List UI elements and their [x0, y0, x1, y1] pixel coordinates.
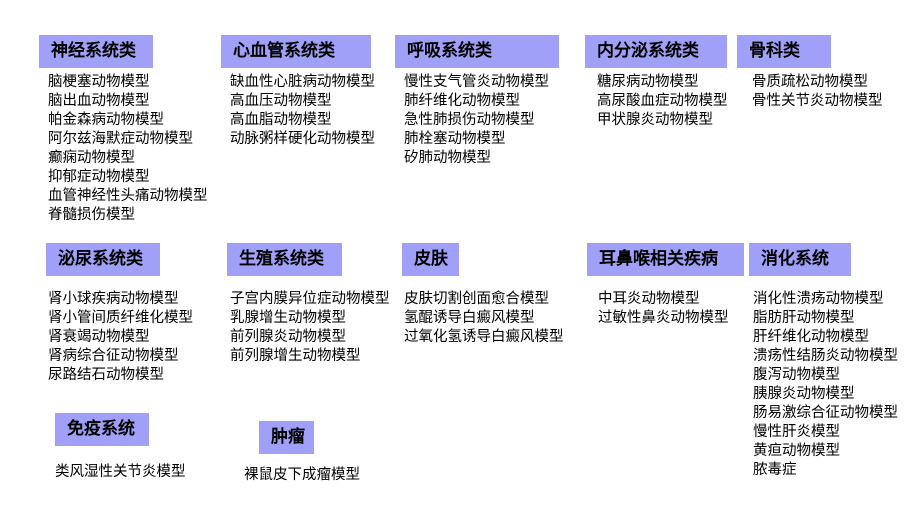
model-link[interactable]: 慢性支气管炎动物模型: [404, 74, 549, 90]
model-list: 慢性支气管炎动物模型肺纤维化动物模型急性肺损伤动物模型肺栓塞动物模型矽肺动物模型: [404, 73, 549, 168]
model-link[interactable]: 乳腺增生动物模型: [230, 310, 346, 326]
category-header: 骨科类: [737, 35, 831, 68]
model-link[interactable]: 甲状腺炎动物模型: [597, 112, 713, 128]
model-link[interactable]: 骨质疏松动物模型: [752, 74, 868, 90]
model-link[interactable]: 尿路结石动物模型: [48, 367, 164, 383]
model-link[interactable]: 子宫内膜异位症动物模型: [230, 291, 390, 307]
model-link[interactable]: 脑出血动物模型: [48, 93, 150, 109]
model-link[interactable]: 肠易激综合征动物模型: [753, 405, 898, 421]
model-link[interactable]: 糖尿病动物模型: [597, 74, 699, 90]
model-link[interactable]: 骨性关节炎动物模型: [752, 93, 883, 109]
model-link[interactable]: 前列腺炎动物模型: [230, 329, 346, 345]
model-link[interactable]: 急性肺损伤动物模型: [404, 112, 535, 128]
model-link[interactable]: 高尿酸血症动物模型: [597, 93, 728, 109]
model-link[interactable]: 胰腺炎动物模型: [753, 386, 855, 402]
model-link[interactable]: 脊髓损伤模型: [48, 207, 135, 223]
model-link[interactable]: 帕金森病动物模型: [48, 112, 164, 128]
model-list: 皮肤切割创面愈合模型氢醌诱导白癜风模型过氧化氢诱导白癜风模型: [404, 290, 564, 347]
model-link[interactable]: 前列腺增生动物模型: [230, 348, 361, 364]
model-link[interactable]: 癫痫动物模型: [48, 150, 135, 166]
model-link[interactable]: 肾衰竭动物模型: [48, 329, 150, 345]
model-link[interactable]: 腹泻动物模型: [753, 367, 840, 383]
model-link[interactable]: 肾小球疾病动物模型: [48, 291, 179, 307]
category-header: 免疫系统: [55, 413, 149, 446]
model-link[interactable]: 类风湿性关节炎模型: [55, 464, 186, 480]
category-header: 呼吸系统类: [395, 35, 559, 68]
category-header: 神经系统类: [39, 35, 153, 68]
model-list: 消化性溃疡动物模型脂肪肝动物模型肝纤维化动物模型溃疡性结肠炎动物模型腹泻动物模型…: [753, 290, 898, 480]
model-link[interactable]: 高血脂动物模型: [230, 112, 332, 128]
category-header: 肿瘤: [259, 421, 314, 454]
model-list: 脑梗塞动物模型脑出血动物模型帕金森病动物模型阿尔兹海默症动物模型癫痫动物模型抑郁…: [48, 73, 208, 225]
model-list: 裸鼠皮下成瘤模型: [244, 466, 360, 485]
model-link[interactable]: 缺血性心脏病动物模型: [230, 74, 375, 90]
category-header: 消化系统: [749, 243, 851, 276]
model-link[interactable]: 消化性溃疡动物模型: [753, 291, 884, 307]
model-list: 骨质疏松动物模型骨性关节炎动物模型: [752, 73, 883, 111]
model-link[interactable]: 氢醌诱导白癜风模型: [404, 310, 535, 326]
category-header: 皮肤: [402, 243, 459, 276]
model-link[interactable]: 肺纤维化动物模型: [404, 93, 520, 109]
model-link[interactable]: 动脉粥样硬化动物模型: [230, 131, 375, 147]
model-link[interactable]: 血管神经性头痛动物模型: [48, 188, 208, 204]
model-link[interactable]: 皮肤切割创面愈合模型: [404, 291, 549, 307]
category-header: 生殖系统类: [227, 243, 342, 276]
model-link[interactable]: 肾小管间质纤维化模型: [48, 310, 193, 326]
model-link[interactable]: 脓毒症: [753, 462, 797, 478]
model-link[interactable]: 肺栓塞动物模型: [404, 131, 506, 147]
model-list: 中耳炎动物模型过敏性鼻炎动物模型: [598, 290, 729, 328]
model-link[interactable]: 裸鼠皮下成瘤模型: [244, 467, 360, 483]
model-link[interactable]: 脂肪肝动物模型: [753, 310, 855, 326]
model-link[interactable]: 阿尔兹海默症动物模型: [48, 131, 193, 147]
model-link[interactable]: 过氧化氢诱导白癜风模型: [404, 329, 564, 345]
model-link[interactable]: 中耳炎动物模型: [598, 291, 700, 307]
model-link[interactable]: 慢性肝炎模型: [753, 424, 840, 440]
model-link[interactable]: 高血压动物模型: [230, 93, 332, 109]
category-header: 内分泌系统类: [585, 35, 727, 68]
category-header: 泌尿系统类: [46, 243, 160, 276]
model-link[interactable]: 肾病综合征动物模型: [48, 348, 179, 364]
category-header: 耳鼻喉相关疾病: [587, 243, 744, 276]
model-list: 子宫内膜异位症动物模型乳腺增生动物模型前列腺炎动物模型前列腺增生动物模型: [230, 290, 390, 366]
model-list: 缺血性心脏病动物模型高血压动物模型高血脂动物模型动脉粥样硬化动物模型: [230, 73, 375, 149]
model-link[interactable]: 黄疸动物模型: [753, 443, 840, 459]
model-list: 类风湿性关节炎模型: [55, 463, 186, 482]
model-link[interactable]: 抑郁症动物模型: [48, 169, 150, 185]
category-header: 心血管系统类: [221, 35, 371, 68]
model-list: 糖尿病动物模型高尿酸血症动物模型甲状腺炎动物模型: [597, 73, 728, 130]
model-link[interactable]: 过敏性鼻炎动物模型: [598, 310, 729, 326]
model-link[interactable]: 溃疡性结肠炎动物模型: [753, 348, 898, 364]
model-link[interactable]: 脑梗塞动物模型: [48, 74, 150, 90]
model-list: 肾小球疾病动物模型肾小管间质纤维化模型肾衰竭动物模型肾病综合征动物模型尿路结石动…: [48, 290, 193, 385]
model-link[interactable]: 肝纤维化动物模型: [753, 329, 869, 345]
model-link[interactable]: 矽肺动物模型: [404, 150, 491, 166]
